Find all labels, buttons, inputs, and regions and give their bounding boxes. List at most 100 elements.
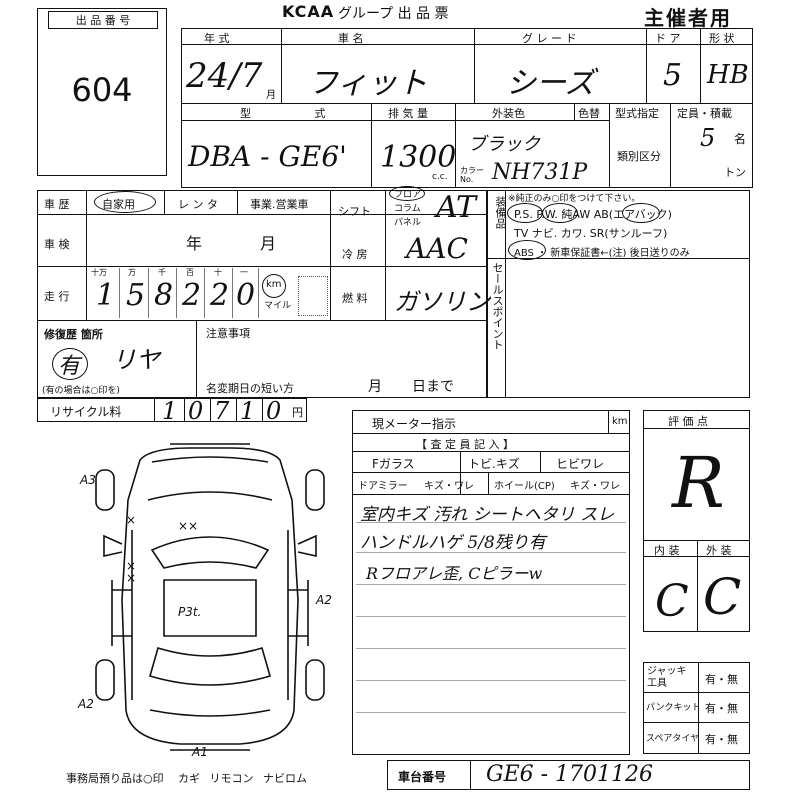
mileage-digit-4: 2 bbox=[182, 278, 202, 313]
mirror-options[interactable]: キズ・ワレ bbox=[424, 481, 474, 492]
displacement-unit: c.c. bbox=[432, 172, 448, 182]
office-items: カギ リモコン ナビロム bbox=[178, 772, 307, 785]
recycle-digit-1: 1 bbox=[162, 397, 178, 425]
history-business[interactable]: 事業.営業車 bbox=[250, 198, 309, 211]
capacity-unit: 名 bbox=[734, 132, 747, 146]
interior-value: C bbox=[655, 576, 689, 627]
capacity-label: 定員・積載 bbox=[677, 107, 732, 120]
shaken-month: 月 bbox=[260, 234, 277, 253]
checker-label: 【 査 定 員 記 入 】 bbox=[416, 438, 514, 451]
chassis-label: 車台番号 bbox=[398, 770, 447, 784]
model-value: DBA - GE6' bbox=[188, 140, 347, 173]
diagram-x-left-2: × bbox=[126, 559, 136, 573]
rename-day: 日まで bbox=[412, 379, 454, 395]
recycle-label: リサイクル料 bbox=[50, 405, 122, 419]
recycle-digit-2: 0 bbox=[188, 397, 204, 425]
rename-label: 名変期日の短い方 bbox=[206, 382, 294, 395]
sales-point-label: セールスポイント bbox=[489, 262, 504, 353]
repair-value: 有 bbox=[58, 354, 81, 379]
history-private-circle bbox=[94, 191, 156, 213]
equipment-line-3: ABS ・ 新車保証書←(注) 後日送りのみ bbox=[514, 248, 690, 259]
displacement-label: 排 気 量 bbox=[388, 107, 428, 120]
equipment-label: 装備品 bbox=[489, 196, 507, 237]
puncture-label: パンクキット bbox=[646, 703, 701, 713]
tools-box bbox=[643, 662, 750, 754]
year-label: 年 式 bbox=[204, 32, 230, 45]
rename-month: 月 bbox=[368, 379, 382, 395]
glass-crack[interactable]: ヒビワレ bbox=[556, 457, 605, 471]
recycle-digit-5: 0 bbox=[266, 397, 282, 425]
glass-chip[interactable]: トビ.キズ bbox=[468, 457, 520, 471]
ac-value: AAC bbox=[406, 232, 468, 265]
ab-circle bbox=[622, 203, 660, 223]
details-grid bbox=[37, 190, 487, 398]
name-label: 車 名 bbox=[338, 32, 364, 45]
grade-value: シーズ bbox=[506, 66, 595, 101]
mileage-digit-5: 2 bbox=[210, 278, 230, 313]
shaken-label: 車 検 bbox=[44, 238, 70, 251]
ton-unit: トン bbox=[724, 166, 746, 179]
repair-note: (有の場合は○印を) bbox=[42, 386, 120, 396]
mileage-label: 走 行 bbox=[44, 290, 70, 303]
wheel-options[interactable]: キズ・ワレ bbox=[570, 481, 620, 492]
header-organizer: 主催者用 bbox=[644, 6, 732, 30]
score-label: 評 価 点 bbox=[668, 415, 708, 428]
recycle-digit-4: 1 bbox=[240, 397, 256, 425]
header-title: グループ 出 品 票 bbox=[338, 6, 449, 22]
door-label: ド ア bbox=[655, 32, 681, 45]
mileage-unit-10: 十 bbox=[214, 268, 222, 277]
puncture-yesno[interactable]: 有・無 bbox=[705, 702, 738, 715]
pw-circle bbox=[542, 203, 578, 223]
year-month-suffix: 月 bbox=[266, 90, 276, 101]
capacity-value: 5 bbox=[700, 124, 716, 152]
interior-label: 内 装 bbox=[654, 544, 680, 557]
vehicle-grid bbox=[181, 28, 753, 188]
mileage-km-circle bbox=[262, 274, 286, 298]
displacement-value: 1300 bbox=[380, 140, 457, 175]
score-value: R bbox=[672, 442, 725, 524]
glass-label: Fガラス bbox=[372, 457, 415, 471]
mileage-mile[interactable]: マイル bbox=[264, 301, 292, 311]
exterior-value: C bbox=[703, 568, 742, 626]
mileage-unit-100k: 十万 bbox=[91, 268, 107, 277]
meter-label: 現メーター指示 bbox=[372, 417, 457, 431]
shape-value: HB bbox=[707, 60, 749, 90]
abs-circle bbox=[508, 240, 546, 260]
fuel-label: 燃 料 bbox=[342, 292, 368, 305]
diagram-mark-p3t: P3t. bbox=[178, 605, 201, 619]
grade-label: グ レ ー ド bbox=[522, 32, 577, 45]
equipment-label-text: 装備品 bbox=[494, 196, 507, 229]
fuel-value: ガソリン bbox=[394, 288, 490, 316]
ps-circle bbox=[507, 203, 543, 223]
equipment-note: ※純正のみ○印をつけて下さい。 bbox=[508, 194, 641, 204]
office-note: 事務局預り品は○印 bbox=[66, 772, 164, 785]
chassis-value: GE6 - 1701126 bbox=[486, 762, 654, 787]
shift-opt-column[interactable]: コラム bbox=[394, 204, 421, 214]
color-label: 外装色 bbox=[492, 107, 525, 120]
lot-number: 604 bbox=[71, 71, 133, 109]
jack-yesno[interactable]: 有・無 bbox=[705, 673, 738, 686]
mileage-unit-1: 一 bbox=[240, 268, 248, 277]
diagram-mark-a1-bottom: A1 bbox=[191, 745, 208, 759]
shift-value: AT bbox=[436, 190, 477, 225]
mirror-label: ドアミラー bbox=[358, 481, 408, 492]
model-label: 型 式 bbox=[240, 107, 326, 120]
inspection-note-2: ハンドルハゲ 5/8残り有 bbox=[360, 533, 546, 553]
name-value: フィット bbox=[308, 66, 428, 101]
year-value: 24/7 bbox=[186, 56, 263, 96]
repair-label: 修復歴 箇所 bbox=[44, 328, 103, 341]
mileage-km[interactable]: km bbox=[266, 279, 282, 290]
inspection-note-3: Rフロアレ歪, Cピラーw bbox=[366, 564, 543, 583]
recycle-unit: 円 bbox=[292, 406, 303, 419]
color-no-label: カラー No. bbox=[460, 166, 484, 184]
spare-yesno[interactable]: 有・無 bbox=[705, 733, 738, 746]
shift-opt-panel[interactable]: パネル bbox=[394, 218, 422, 228]
mileage-unit-10k: 万 bbox=[128, 268, 136, 277]
history-rental[interactable]: レ ン タ bbox=[178, 198, 218, 211]
header-brand: KCAA bbox=[282, 2, 335, 21]
mileage-unit-1k: 千 bbox=[158, 268, 166, 277]
lot-label: 出 品 番 号 bbox=[48, 11, 158, 29]
diagram-x-hood: ×× bbox=[178, 519, 198, 533]
mileage-check-box bbox=[298, 276, 328, 316]
exterior-label: 外 装 bbox=[706, 544, 732, 557]
